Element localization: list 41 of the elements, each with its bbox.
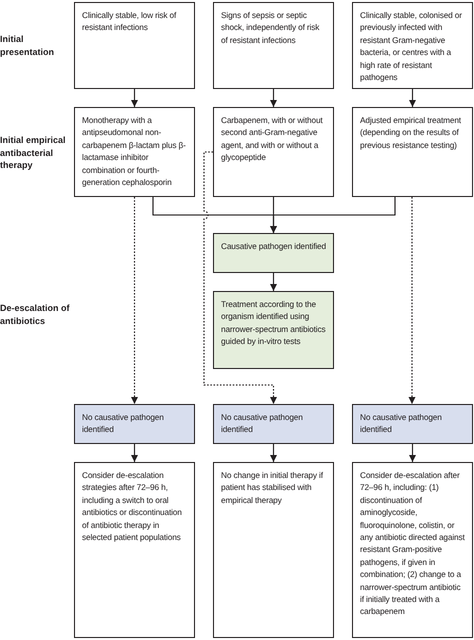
arrow [270,89,277,107]
box-text: Clinically stable, colonised or previously infected with resistant Gram-negative bacteria, or centres with a high rate of resistant pathogens [360,9,463,84]
process-box [213,2,334,89]
outcome-box [74,404,195,444]
box-text: Clinically stable, low risk of resistant infections [82,9,178,34]
process-box [352,462,473,638]
process-box [74,462,195,638]
arrow [131,197,138,404]
row-label: De-escalation of antibiotics [0,302,71,327]
box-text: Carbapenem, with or without second anti-Gram-negative agent, and with or without a glycopeptide [221,114,324,164]
arrow [131,444,138,462]
arrow [270,444,277,462]
arrow [409,89,416,107]
arrow [131,89,138,107]
box-text: No causative pathogen identified [221,411,304,436]
box-text: Treatment according to the organism identified using narrower-spectrum antibiotics guided by in-vitro tests [221,298,326,348]
arrow [270,273,277,291]
arrow [408,197,416,404]
arrow [409,444,416,462]
box-text: Consider de-escalation after 72–96 h, including: (1) discontinuation of aminoglycoside, fluoroquinolone, colistin, or any antibiotic directed against resistant Gram-positive pathogens, if given in combination; (2) change to a narrower-spectrum antibiotic if initially treated with a carbapenem [360,469,465,618]
process-box [352,107,473,197]
box-text: Monotherapy with a antipseudomonal non-carbapenem β-lactam plus β-lactamase inhibitor combination or fourth-generation cephalosporin [82,114,187,188]
arrow [270,197,396,233]
outcome-box [213,291,334,369]
box-text: No causative pathogen identified [82,411,165,436]
process-box [213,462,334,638]
row-label: Initial empirical antibacterial therapy [0,134,67,172]
box-text: Causative pathogen identified [221,240,326,252]
process-box [352,2,473,89]
box-text: Consider de-escalation strategies after 72–96 h, including a switch to oral antibiotics or discontinuation of antibiotic therapy in selected patient populations [82,469,183,544]
outcome-box [213,233,334,273]
process-box [74,2,195,89]
process-box [74,107,195,197]
box-text: Signs of sepsis or septic shock, independently of risk of resistant infections [221,9,320,46]
outcome-box [213,404,334,444]
box-text: No causative pathogen identified [360,411,443,436]
row-label: Initial presentation [0,33,56,58]
outcome-box [352,404,473,444]
box-text: No change in initial therapy if patient has stabilised with empirical therapy [221,469,324,506]
process-box [213,107,334,197]
box-text: Adjusted empirical treatment (depending on the results of previous resistance testing) [360,114,462,152]
